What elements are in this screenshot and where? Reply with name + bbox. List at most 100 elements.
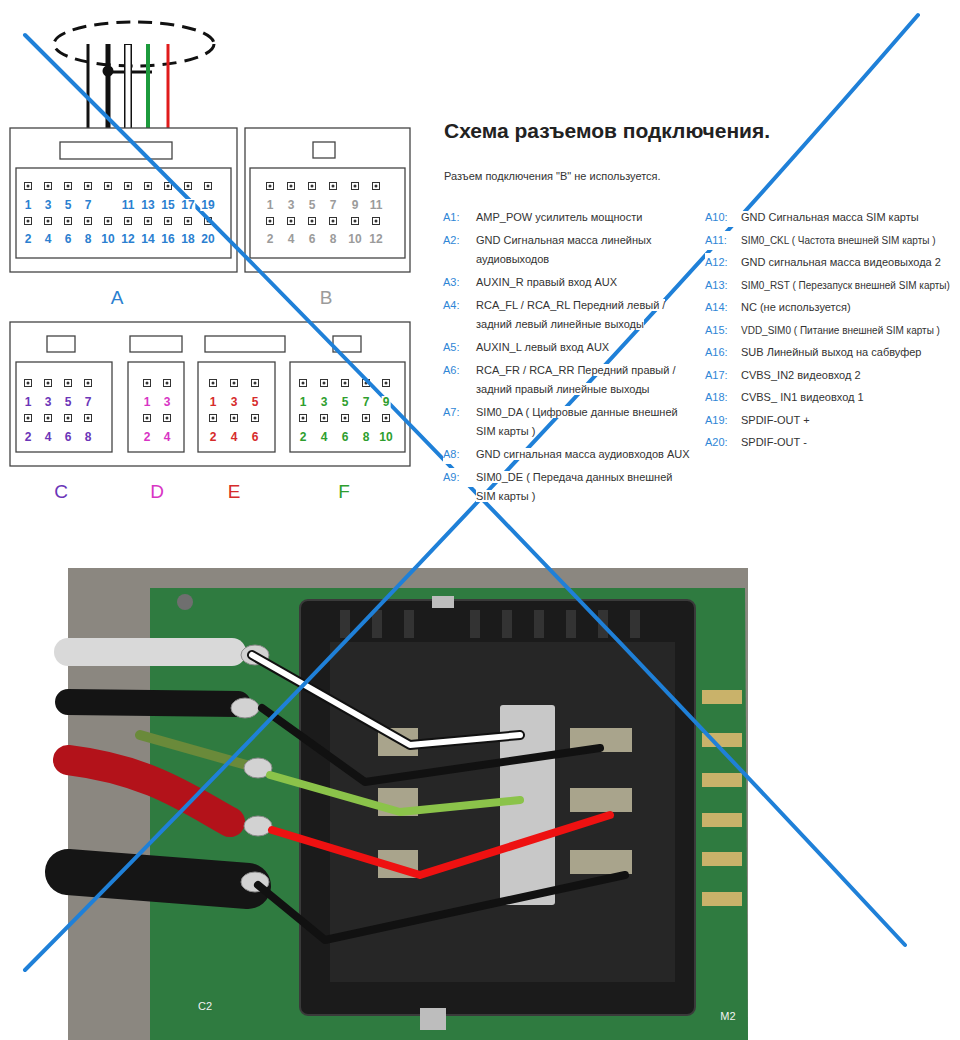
- pin-frame: [65, 218, 72, 225]
- housing-tab: [60, 142, 172, 159]
- pin-number: 19: [200, 199, 215, 211]
- pin-frame: [321, 415, 328, 422]
- pin-dot: [146, 382, 149, 385]
- pin-dot: [344, 417, 347, 420]
- pin-entry: A18:CVBS_ IN1 видеовход 1: [705, 388, 955, 407]
- pin-frame: [25, 415, 32, 422]
- pin-square: [373, 183, 380, 190]
- pin-frame: [85, 415, 92, 422]
- pin-frame: [144, 415, 151, 422]
- pin-number: 6: [64, 431, 73, 443]
- dashed-ellipse: [54, 22, 214, 66]
- connector-letter: D: [149, 482, 165, 501]
- green-marker: [270, 775, 520, 812]
- pin-number: 2: [209, 431, 218, 443]
- pin-code: A6:: [443, 361, 476, 380]
- pin-square: [45, 380, 52, 387]
- pin-frame: [321, 380, 328, 387]
- pin-number: 11: [121, 199, 136, 211]
- pin-square: [125, 183, 132, 190]
- pin-code: A9:: [443, 468, 476, 487]
- rib: [566, 610, 576, 638]
- pin-entry: A16:SUB Линейный выход на сабвуфер: [705, 343, 955, 362]
- pin-frame: [65, 183, 72, 190]
- housing-cdef: [10, 322, 410, 466]
- white-cable: [68, 638, 232, 666]
- pin-frame: [65, 415, 72, 422]
- rib: [404, 610, 414, 638]
- pin-square: [309, 183, 316, 190]
- pin-dot: [87, 417, 90, 420]
- pin-entry: A14:NC (не используется): [705, 298, 955, 317]
- pin-square: [231, 380, 238, 387]
- description-text: CVBS_IN2 видеовход 2: [741, 369, 861, 381]
- pin-code: A18:: [705, 388, 741, 407]
- pin-code: A19:: [705, 411, 741, 430]
- pin-dot: [187, 185, 190, 188]
- pin-description: NC (не используется): [741, 298, 953, 317]
- description-text: RCA_FL / RCA_RL Передний левый / задний …: [476, 299, 665, 330]
- pin-dot: [47, 382, 50, 385]
- pin-number: 7: [84, 199, 93, 211]
- pin-dot: [332, 185, 335, 188]
- pin-dot: [127, 220, 130, 223]
- pin-dot: [233, 417, 236, 420]
- housing-b: [245, 128, 410, 272]
- silkscreen-label: C2: [197, 1001, 213, 1012]
- black-cable: [68, 702, 238, 704]
- pin-frame: [125, 183, 132, 190]
- pin-number: 7: [84, 396, 93, 408]
- housing-inner: [198, 362, 275, 452]
- pin-frame: [342, 415, 349, 422]
- pin-dot: [167, 185, 170, 188]
- pin-description: SIM0_RST ( Перезапуск внешней SIM карты): [741, 276, 953, 295]
- pin-frame: [330, 218, 337, 225]
- junction-dot: [103, 66, 114, 77]
- pin-frame: [164, 380, 171, 387]
- pin-number: 15: [160, 199, 175, 211]
- pin-square: [45, 218, 52, 225]
- pin-square: [288, 218, 295, 225]
- pin-frame: [309, 218, 316, 225]
- pin-dot: [167, 220, 170, 223]
- pin-dot: [87, 185, 90, 188]
- pin-entry: A9:SIM0_DE ( Передача данных внешней SIM…: [443, 468, 699, 506]
- connector-letter: F: [337, 482, 351, 501]
- pin-number: 3: [287, 199, 296, 211]
- pin-frame: [267, 183, 274, 190]
- description-text: SIM0_CKL ( Частота внешней SIM карты ): [741, 235, 936, 246]
- holder-tab: [432, 596, 454, 608]
- pin-square: [164, 380, 171, 387]
- pin-dot: [67, 220, 70, 223]
- pin-description: AUXIN_R правый вход AUX: [476, 273, 692, 292]
- pin-frame: [288, 183, 295, 190]
- pin-dot: [147, 185, 150, 188]
- description-text: GND сигнальная масса аудиовходов AUX: [476, 448, 690, 460]
- pin-frame: [309, 183, 316, 190]
- pin-square: [65, 183, 72, 190]
- pin-dot: [323, 382, 326, 385]
- pin-dot: [290, 185, 293, 188]
- pin-dot: [311, 185, 314, 188]
- pin-description: CVBS_ IN1 видеовход 1: [741, 388, 953, 407]
- pin-square: [300, 380, 307, 387]
- pin-frame: [330, 183, 337, 190]
- pin-number: 4: [230, 431, 239, 443]
- pin-number: 6: [341, 431, 350, 443]
- pin-square: [210, 380, 217, 387]
- housing-tab: [205, 336, 285, 352]
- pin-square: [210, 415, 217, 422]
- pin-frame: [45, 183, 52, 190]
- pin-frame: [373, 183, 380, 190]
- pin-description: VDD_SIM0 ( Питание внешней SIM карты ): [741, 321, 953, 340]
- pin-frame: [288, 218, 295, 225]
- pin-frame: [352, 218, 359, 225]
- pin-square: [65, 218, 72, 225]
- housing-inner: [250, 168, 405, 258]
- pin-square: [25, 415, 32, 422]
- black-marker: [262, 708, 600, 782]
- rib: [502, 610, 512, 638]
- pin-number: 10: [347, 233, 362, 245]
- pin-dot: [354, 220, 357, 223]
- description-text: SPDIF-OUT +: [741, 414, 810, 426]
